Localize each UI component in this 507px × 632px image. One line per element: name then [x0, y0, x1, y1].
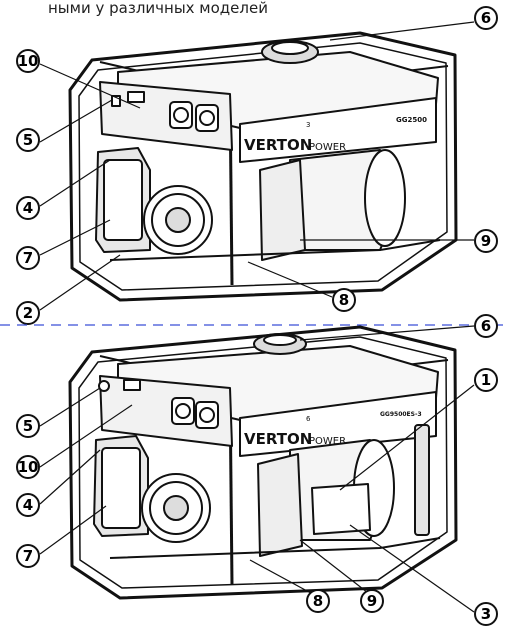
callout-5-top: 5 [23, 131, 33, 149]
callout-3: 3 [481, 605, 491, 623]
frame-1 [68, 31, 458, 302]
top-caption: ными у различных моделей [48, 0, 268, 17]
meter-1 [127, 91, 145, 103]
battery [311, 483, 371, 535]
brand-sub-1: POWER [309, 142, 346, 153]
callout-4-bottom: 4 [23, 496, 33, 514]
callout-9-bottom: 9 [367, 592, 377, 610]
generator-2 [68, 325, 458, 600]
callout-8-bottom: 8 [313, 592, 323, 610]
brand-sub-2: POWER [309, 436, 346, 447]
brand-main-2: VERTON [244, 430, 312, 448]
callout-9-top: 9 [481, 232, 491, 250]
meter-2 [123, 379, 141, 391]
callout-4-top: 4 [23, 199, 33, 217]
side-handle [414, 424, 430, 536]
brand-sup-1: 3 [306, 121, 310, 129]
outlet-1 [169, 101, 193, 129]
generator-1 [68, 31, 458, 302]
brand-main-1: VERTON [244, 136, 312, 154]
callout-8-top: 8 [339, 291, 349, 309]
outlet-4 [195, 401, 219, 429]
brand-sup-2: 6 [306, 415, 311, 423]
callout-2: 2 [23, 304, 33, 322]
callout-6-bottom: 6 [481, 317, 491, 335]
model-label-1: GG2500 [396, 116, 427, 124]
switch-2 [98, 380, 110, 392]
callout-7-bottom: 7 [23, 547, 33, 565]
callouts-2: 6 1 5 10 4 7 8 9 3 [16, 314, 498, 626]
model-label-2: GG9500ES-3 [380, 411, 422, 418]
frame-2 [68, 325, 458, 600]
callouts-1: 6 10 5 4 7 2 9 8 [16, 6, 498, 325]
callout-6-top: 6 [481, 9, 491, 27]
outlet-2 [195, 104, 219, 132]
callout-10-bottom: 10 [18, 458, 39, 476]
callout-7-top: 7 [23, 249, 33, 267]
callout-1: 1 [481, 371, 491, 389]
switch-1 [111, 95, 121, 107]
callout-10-top: 10 [18, 52, 39, 70]
outlet-3 [171, 397, 195, 425]
callout-5-bottom: 5 [23, 417, 33, 435]
